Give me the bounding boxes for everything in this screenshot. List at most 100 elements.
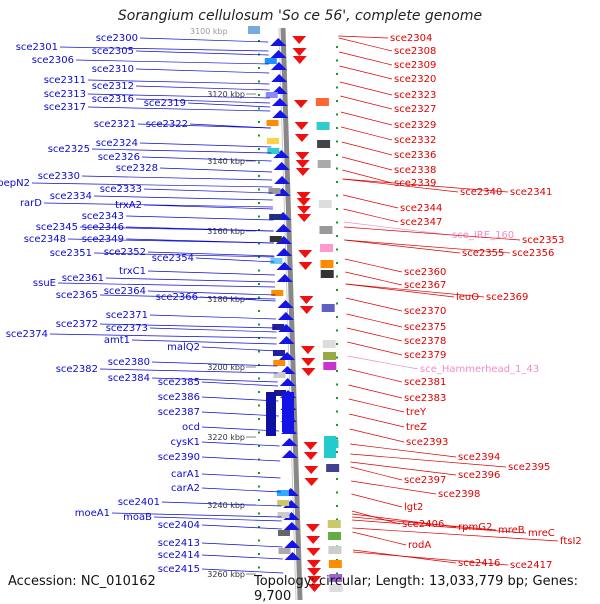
feature-box-right xyxy=(319,226,333,234)
gene-arrow-right xyxy=(292,36,307,44)
leader-line-right xyxy=(350,461,457,476)
track-dot-right xyxy=(336,86,338,89)
leader-line-left xyxy=(99,368,278,374)
gene-label-left: sce2326 xyxy=(98,152,140,163)
gene-label-right: sce2344 xyxy=(400,203,442,214)
track-dot-right xyxy=(336,343,338,345)
leader-line-left xyxy=(131,339,277,345)
gene-arrow-left xyxy=(276,262,293,270)
gene-label-right: leuO xyxy=(456,292,479,303)
gene-arrow-right xyxy=(295,160,310,168)
leader-line-left xyxy=(49,333,277,339)
gene-arrow-left xyxy=(278,336,295,344)
leader-line-right xyxy=(339,81,393,96)
leader-line-right xyxy=(344,239,511,254)
track-dot-left xyxy=(258,175,260,177)
track-dot-left xyxy=(258,188,260,191)
leader-line-right xyxy=(345,271,403,286)
track-dot-left xyxy=(258,526,260,528)
feature-box-right xyxy=(329,584,343,592)
gene-label-right: lgt2 xyxy=(404,502,423,513)
leader-line-right xyxy=(345,297,403,312)
track-dot-right xyxy=(336,221,338,224)
gene-label-left: sce2333 xyxy=(100,184,142,195)
leader-line-right xyxy=(353,551,509,566)
track-dot-right xyxy=(336,248,338,251)
gene-arrow-right xyxy=(306,560,321,568)
gene-arrow-right xyxy=(299,296,314,304)
track-dot-left xyxy=(258,323,260,326)
gene-arrow-right xyxy=(292,56,307,64)
gene-arrow-right xyxy=(307,576,322,584)
leader-line-right xyxy=(347,368,403,383)
track-dot-right xyxy=(336,329,338,332)
scale-tick-label: 3220 kbp xyxy=(207,433,245,442)
track-dot-left xyxy=(258,107,260,110)
leader-line-left xyxy=(147,270,275,276)
leader-line-left xyxy=(151,377,278,383)
gene-label-right: sce2327 xyxy=(394,104,436,115)
gene-label-left: sce2334 xyxy=(50,191,92,202)
gene-label-right: sce2332 xyxy=(394,135,436,146)
leader-line-left xyxy=(199,296,276,302)
gene-label-left: sce2317 xyxy=(44,102,86,113)
scale-tick-label: 3160 kbp xyxy=(207,227,245,236)
gene-arrow-right xyxy=(301,368,316,376)
gene-arrow-right xyxy=(303,442,318,450)
gene-label-right: sce2320 xyxy=(394,74,436,85)
feature-box-left xyxy=(273,372,286,378)
gene-label-right: sce2341 xyxy=(510,187,552,198)
leader-line-left xyxy=(135,68,270,74)
leader-line-right xyxy=(351,510,401,525)
feature-block-left xyxy=(282,392,294,432)
leader-line-right xyxy=(342,178,459,193)
gene-arrow-right xyxy=(304,478,319,486)
track-dot-left xyxy=(258,539,260,542)
track-dot-left xyxy=(258,40,260,42)
track-dot-left xyxy=(258,242,260,245)
track-dot-left xyxy=(258,67,260,69)
feature-box-right xyxy=(320,270,334,278)
leader-line-left xyxy=(111,512,282,518)
leader-line-right xyxy=(348,384,403,399)
leader-line-left xyxy=(57,282,276,288)
feature-box-right xyxy=(315,98,329,106)
gene-label-right: sce2353 xyxy=(522,235,564,246)
leader-line-left xyxy=(59,46,269,52)
leader-line-left xyxy=(149,327,277,333)
gene-arrow-right xyxy=(307,568,322,576)
gene-label-left: ocd xyxy=(182,422,200,433)
gene-label-right: sce2309 xyxy=(394,60,436,71)
feature-box-right xyxy=(329,574,343,582)
leader-line-right xyxy=(343,226,521,241)
track-dot-left xyxy=(258,391,260,393)
leader-line-left xyxy=(135,98,271,104)
leader-line-left xyxy=(135,50,269,56)
leader-line-right xyxy=(352,527,559,542)
feature-box-right xyxy=(317,160,331,168)
gene-label-right: sce2394 xyxy=(458,452,500,463)
gene-label-right: sce2356 xyxy=(512,248,554,259)
leader-line-left xyxy=(93,195,273,201)
gene-label-left: sce2371 xyxy=(106,310,148,321)
leader-line-right xyxy=(351,480,437,495)
gene-label-right: sce2416 xyxy=(458,558,500,569)
gene-arrow-right xyxy=(296,192,311,200)
track-dot-right xyxy=(336,410,338,413)
leader-line-left xyxy=(201,473,281,479)
feature-box-right xyxy=(328,532,342,540)
gene-label-left: moaB xyxy=(123,512,152,523)
gene-label-left: sce2365 xyxy=(56,290,98,301)
leader-line-right xyxy=(352,516,497,531)
track-dot-right xyxy=(336,370,338,372)
track-dot-right xyxy=(336,424,338,426)
feature-box-right xyxy=(323,352,337,360)
feature-box-left xyxy=(276,490,289,496)
track-dot-left xyxy=(258,418,260,420)
gene-label-left: sce2300 xyxy=(96,33,138,44)
gene-label-right: sce2340 xyxy=(460,187,502,198)
leader-line-left xyxy=(87,106,271,112)
track-dot-right xyxy=(336,73,338,75)
track-dot-left xyxy=(258,350,260,353)
